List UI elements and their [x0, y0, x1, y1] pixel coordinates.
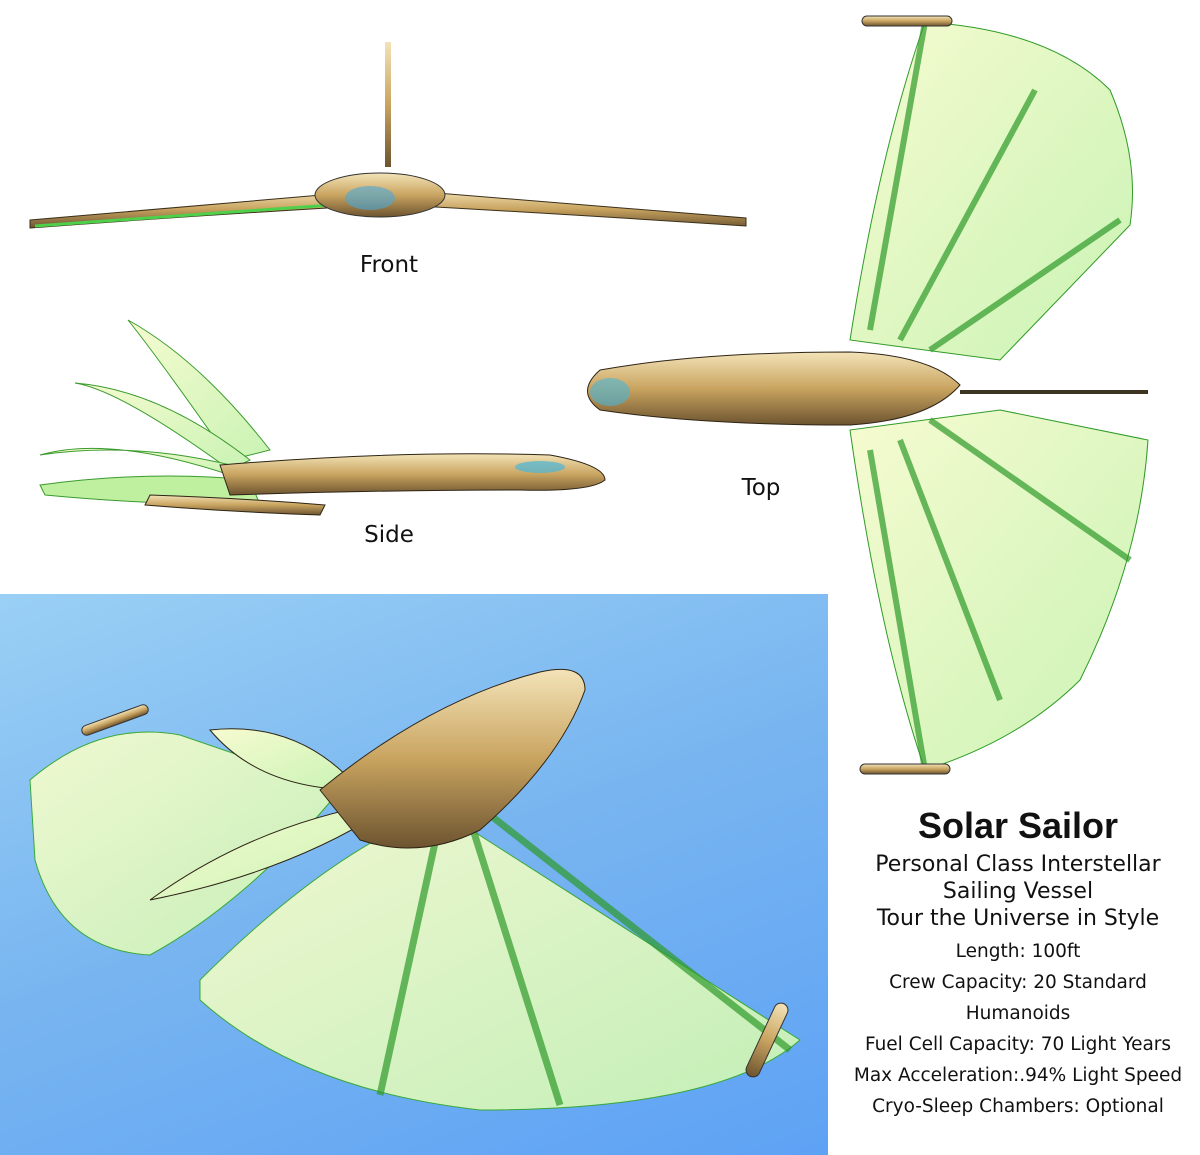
ship-title: Solar Sailor	[917, 805, 1119, 846]
spec-crew-cont: Humanoids	[965, 1003, 1071, 1024]
perspective-view-ship	[29, 668, 801, 1111]
spec-crew: Crew Capacity: 20 Standard	[889, 972, 1147, 993]
front-view-label: Front	[359, 252, 419, 278]
spec-length: Length: 100ft	[955, 941, 1081, 962]
side-view-label: Side	[364, 522, 414, 548]
spec-fuel: Fuel Cell Capacity: 70 Light Years	[864, 1034, 1172, 1055]
top-view-ship	[587, 15, 1149, 775]
subtitle-line: Tour the Universe in Style	[876, 906, 1160, 931]
spec-block: Solar Sailor Personal Class Interstellar…	[848, 805, 1188, 1122]
subtitle-line: Personal Class Interstellar	[875, 852, 1161, 877]
spec-cryo: Cryo-Sleep Chambers: Optional	[872, 1096, 1164, 1117]
top-view-label: Top	[741, 475, 781, 501]
spec-acceleration: Max Acceleration:.94% Light Speed	[853, 1065, 1183, 1086]
side-view-ship	[39, 319, 606, 516]
subtitle-line: Sailing Vessel	[942, 879, 1094, 904]
front-view-ship	[29, 42, 747, 229]
